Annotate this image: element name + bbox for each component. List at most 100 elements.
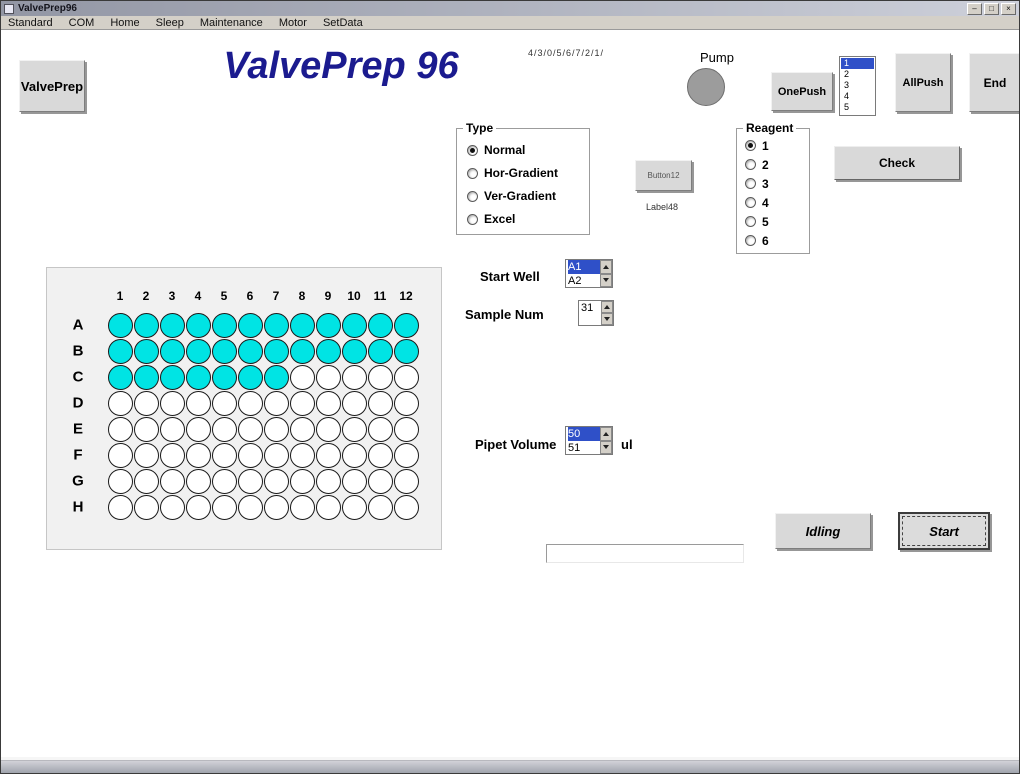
well-C7[interactable] <box>263 364 289 390</box>
menu-item-standard[interactable]: Standard <box>8 16 53 29</box>
radio-option-4[interactable]: 4 <box>745 196 809 210</box>
menu-item-com[interactable]: COM <box>68 16 95 29</box>
well-D7[interactable] <box>263 390 289 416</box>
well-G10[interactable] <box>341 468 367 494</box>
well-B10[interactable] <box>341 338 367 364</box>
well-E8[interactable] <box>289 416 315 442</box>
menu-item-home[interactable]: Home <box>110 16 140 29</box>
minimize-button[interactable]: – <box>967 2 982 15</box>
well-G8[interactable] <box>289 468 315 494</box>
well-B11[interactable] <box>367 338 393 364</box>
well-E4[interactable] <box>185 416 211 442</box>
well-H9[interactable] <box>315 494 341 520</box>
sample-num-spin-down-button[interactable] <box>601 313 613 325</box>
well-D5[interactable] <box>211 390 237 416</box>
well-F7[interactable] <box>263 442 289 468</box>
well-E1[interactable] <box>107 416 133 442</box>
radio-option-ver-gradient[interactable]: Ver-Gradient <box>467 189 589 203</box>
push-list-item-2[interactable]: 2 <box>844 69 850 79</box>
radio-option-normal[interactable]: Normal <box>467 143 589 157</box>
well-G7[interactable] <box>263 468 289 494</box>
well-F10[interactable] <box>341 442 367 468</box>
well-F2[interactable] <box>133 442 159 468</box>
well-G5[interactable] <box>211 468 237 494</box>
well-F4[interactable] <box>185 442 211 468</box>
push-list-item-5[interactable]: 5 <box>844 102 850 112</box>
well-C3[interactable] <box>159 364 185 390</box>
well-E2[interactable] <box>133 416 159 442</box>
well-A4[interactable] <box>185 312 211 338</box>
well-B1[interactable] <box>107 338 133 364</box>
well-D10[interactable] <box>341 390 367 416</box>
radio-option-hor-gradient[interactable]: Hor-Gradient <box>467 166 589 180</box>
radio-option-2[interactable]: 2 <box>745 158 809 172</box>
well-F9[interactable] <box>315 442 341 468</box>
well-B9[interactable] <box>315 338 341 364</box>
well-D12[interactable] <box>393 390 419 416</box>
radio-option-6[interactable]: 6 <box>745 234 809 248</box>
well-G4[interactable] <box>185 468 211 494</box>
well-H5[interactable] <box>211 494 237 520</box>
well-C8[interactable] <box>289 364 315 390</box>
menu-item-setdata[interactable]: SetData <box>322 16 363 29</box>
well-C10[interactable] <box>341 364 367 390</box>
valveprep-button[interactable]: ValvePrep <box>19 60 85 112</box>
well-A2[interactable] <box>133 312 159 338</box>
well-G1[interactable] <box>107 468 133 494</box>
well-C5[interactable] <box>211 364 237 390</box>
well-H2[interactable] <box>133 494 159 520</box>
well-D1[interactable] <box>107 390 133 416</box>
well-B5[interactable] <box>211 338 237 364</box>
well-G6[interactable] <box>237 468 263 494</box>
well-D11[interactable] <box>367 390 393 416</box>
well-A6[interactable] <box>237 312 263 338</box>
well-H1[interactable] <box>107 494 133 520</box>
close-button[interactable]: × <box>1001 2 1016 15</box>
well-E3[interactable] <box>159 416 185 442</box>
well-D4[interactable] <box>185 390 211 416</box>
well-G11[interactable] <box>367 468 393 494</box>
button12[interactable]: Button12 <box>635 160 692 191</box>
idling-button[interactable]: Idling <box>775 513 871 549</box>
well-E5[interactable] <box>211 416 237 442</box>
well-B7[interactable] <box>263 338 289 364</box>
well-C4[interactable] <box>185 364 211 390</box>
well-G3[interactable] <box>159 468 185 494</box>
menu-item-sleep[interactable]: Sleep <box>155 16 184 29</box>
well-E7[interactable] <box>263 416 289 442</box>
push-list-item-1[interactable]: 1 <box>841 58 874 69</box>
pipet-volume-next-value[interactable]: 51 <box>568 442 581 454</box>
well-C12[interactable] <box>393 364 419 390</box>
well-E6[interactable] <box>237 416 263 442</box>
well-C9[interactable] <box>315 364 341 390</box>
well-A5[interactable] <box>211 312 237 338</box>
well-D3[interactable] <box>159 390 185 416</box>
well-H12[interactable] <box>393 494 419 520</box>
well-A12[interactable] <box>393 312 419 338</box>
well-E11[interactable] <box>367 416 393 442</box>
well-C2[interactable] <box>133 364 159 390</box>
well-A11[interactable] <box>367 312 393 338</box>
well-H11[interactable] <box>367 494 393 520</box>
well-C6[interactable] <box>237 364 263 390</box>
well-H3[interactable] <box>159 494 185 520</box>
well-F6[interactable] <box>237 442 263 468</box>
pipet-volume-spin-up-button[interactable] <box>600 427 612 441</box>
radio-option-excel[interactable]: Excel <box>467 212 589 226</box>
well-G2[interactable] <box>133 468 159 494</box>
well-F12[interactable] <box>393 442 419 468</box>
well-C11[interactable] <box>367 364 393 390</box>
well-E9[interactable] <box>315 416 341 442</box>
well-H6[interactable] <box>237 494 263 520</box>
well-B8[interactable] <box>289 338 315 364</box>
well-F5[interactable] <box>211 442 237 468</box>
well-D2[interactable] <box>133 390 159 416</box>
pipet-volume-current-value[interactable]: 50 <box>568 427 600 441</box>
start-button[interactable]: Start <box>898 512 990 550</box>
well-H8[interactable] <box>289 494 315 520</box>
well-F1[interactable] <box>107 442 133 468</box>
well-A10[interactable] <box>341 312 367 338</box>
well-E10[interactable] <box>341 416 367 442</box>
well-B3[interactable] <box>159 338 185 364</box>
